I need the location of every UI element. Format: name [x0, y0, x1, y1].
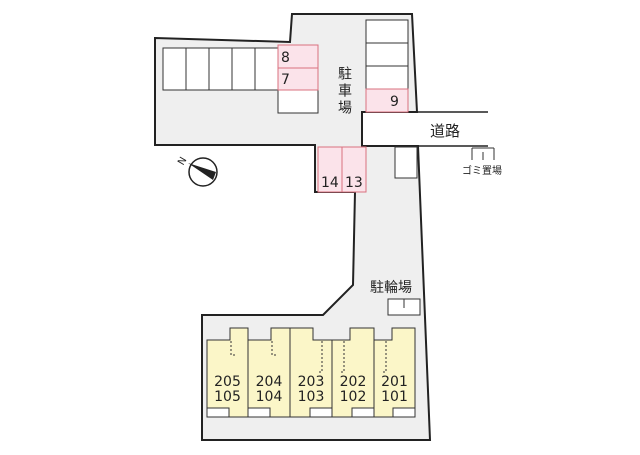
parking-space-9 [365, 88, 409, 113]
unit-number: 102 [340, 389, 367, 405]
parking-space [365, 65, 409, 90]
garbage-area [471, 147, 495, 160]
unit-number: 105 [214, 389, 241, 405]
space-label-9: 9 [390, 94, 399, 110]
unit-number: 203 [298, 374, 325, 390]
parking-column-right [365, 19, 409, 90]
parking-row-left [162, 47, 319, 114]
parking-space [231, 47, 256, 91]
space-label-14: 14 [321, 175, 339, 191]
unit-number: 101 [381, 389, 408, 405]
parking-space-13 [341, 146, 367, 193]
north-compass-icon: N [176, 155, 218, 187]
parking-space [185, 47, 210, 91]
parking-space-7 [277, 67, 319, 91]
unit-number: 204 [256, 374, 283, 390]
unit-number: 201 [381, 374, 408, 390]
unit-number: 202 [340, 374, 367, 390]
small-box [394, 146, 418, 179]
parking-space [254, 47, 279, 91]
parking-label: 駐車場 [336, 66, 352, 117]
parking-space [365, 42, 409, 67]
garbage-label: ゴミ置場 [462, 164, 502, 177]
parking-space [208, 47, 233, 91]
unit-number: 205 [214, 374, 241, 390]
parking-space [162, 47, 187, 91]
unit-number: 104 [256, 389, 283, 405]
space-label-13: 13 [345, 175, 363, 191]
space-label-8: 8 [281, 50, 290, 66]
bicycle-parking-label: 駐輪場 [370, 279, 412, 296]
parking-space [277, 89, 319, 114]
space-label-7: 7 [281, 72, 290, 88]
road: 道路 [362, 111, 488, 147]
unit-number: 103 [298, 389, 325, 405]
parking-space [365, 19, 409, 44]
north-label: N [176, 155, 189, 167]
parking-space-14 [317, 146, 343, 193]
road-label: 道路 [430, 122, 460, 140]
